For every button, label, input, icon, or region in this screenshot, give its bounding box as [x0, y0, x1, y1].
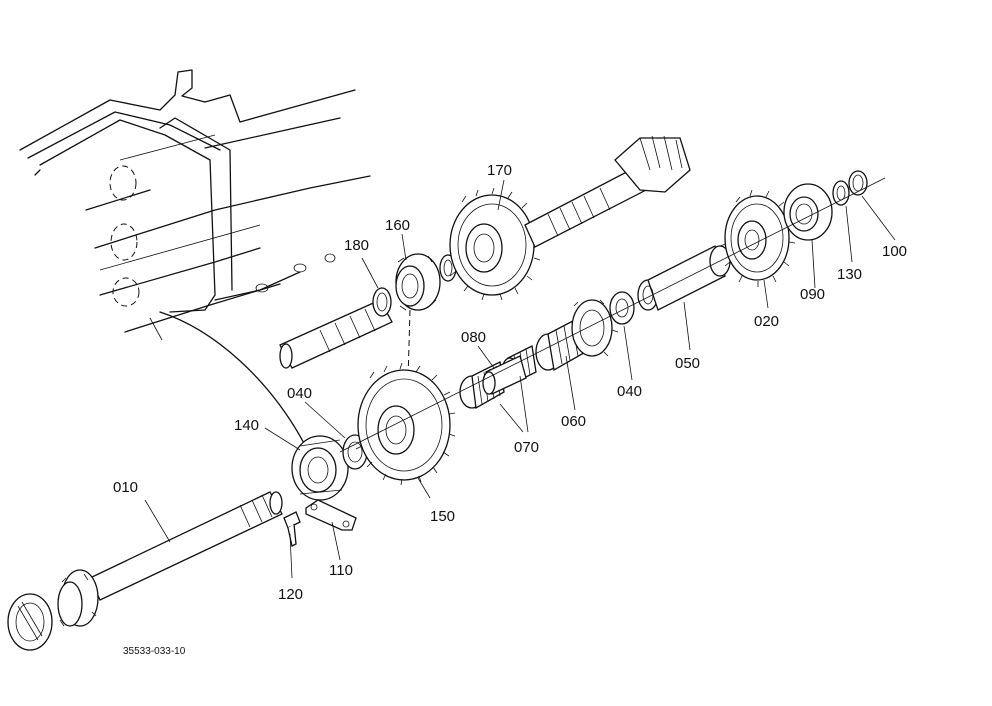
callout-150: 150 [430, 508, 455, 525]
callout-120: 120 [278, 586, 303, 603]
callout-100: 100 [882, 243, 907, 260]
gear-hub-060 [535, 299, 619, 372]
shaft-170 [524, 135, 691, 248]
gear-020 [719, 189, 796, 287]
plate-110 [305, 499, 357, 531]
callout-010: 010 [113, 479, 138, 496]
shaft-010-end-bearing [7, 593, 53, 651]
gear-150 [355, 362, 456, 486]
drawing-reference-code: 35533-033-10 [123, 646, 186, 657]
callout-040-right: 040 [617, 383, 642, 400]
callout-160: 160 [385, 217, 410, 234]
callout-050: 050 [675, 355, 700, 372]
callout-180: 180 [344, 237, 369, 254]
gear-160 [395, 253, 441, 311]
snap-ring-180 [372, 287, 392, 317]
lower-axis-line [339, 177, 886, 453]
alignment-line-160-150 [407, 309, 411, 381]
shaft-010-end-gear [57, 569, 99, 627]
callout-040-left: 040 [287, 385, 312, 402]
callout-060: 060 [561, 413, 586, 430]
callout-170: 170 [487, 162, 512, 179]
ring-040-right [609, 291, 635, 325]
assembly-guide-line [159, 311, 306, 446]
callout-130: 130 [837, 266, 862, 283]
bearing-090 [783, 183, 833, 241]
bolt-120 [283, 511, 301, 547]
main-shaft-010 [89, 491, 283, 601]
upper-countershaft [279, 299, 393, 369]
callout-110: 110 [329, 562, 353, 579]
sleeve-050 [637, 245, 731, 311]
leader-lines [144, 179, 896, 579]
ring-130 [832, 180, 850, 206]
transmission-housing [19, 69, 371, 341]
callout-140: 140 [234, 417, 259, 434]
bearing-140 [291, 435, 349, 501]
gear-170 [449, 187, 542, 301]
collar-080 [482, 355, 527, 395]
callout-070: 070 [514, 439, 539, 456]
callout-080: 080 [461, 329, 486, 346]
callout-020: 020 [754, 313, 779, 330]
callout-090: 090 [800, 286, 825, 303]
